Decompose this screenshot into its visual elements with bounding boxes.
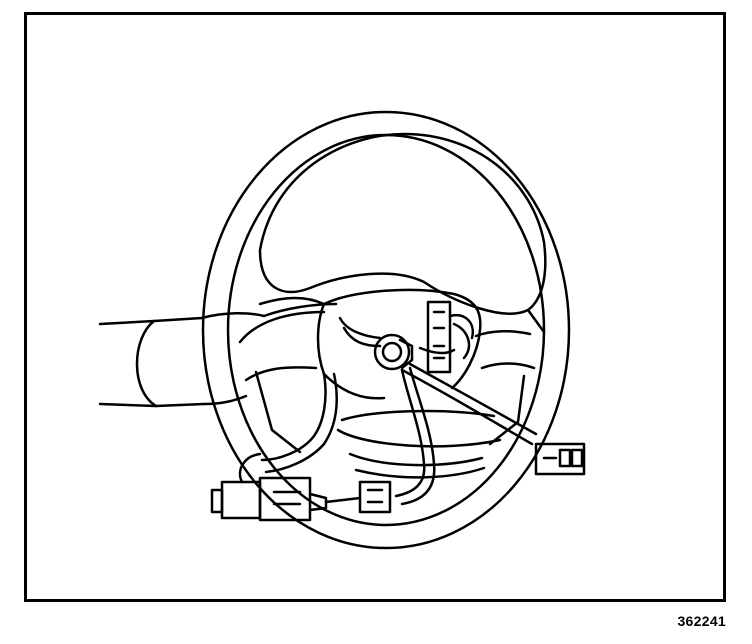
center-connector [324, 480, 392, 514]
steering-wheel-rim [201, 110, 571, 550]
steering-wheel-hub [316, 288, 502, 479]
steering-wheel-illustration [98, 110, 586, 550]
right-connector [534, 442, 586, 476]
figure-reference-number: 362241 [677, 613, 726, 629]
left-connector-pair [210, 452, 328, 522]
steering-column [98, 302, 338, 408]
wiring-harness [260, 316, 538, 506]
steering-wheel-spokes [238, 296, 536, 454]
figure-frame [24, 12, 726, 602]
center-nut [373, 333, 414, 371]
upper-connector [426, 300, 475, 374]
